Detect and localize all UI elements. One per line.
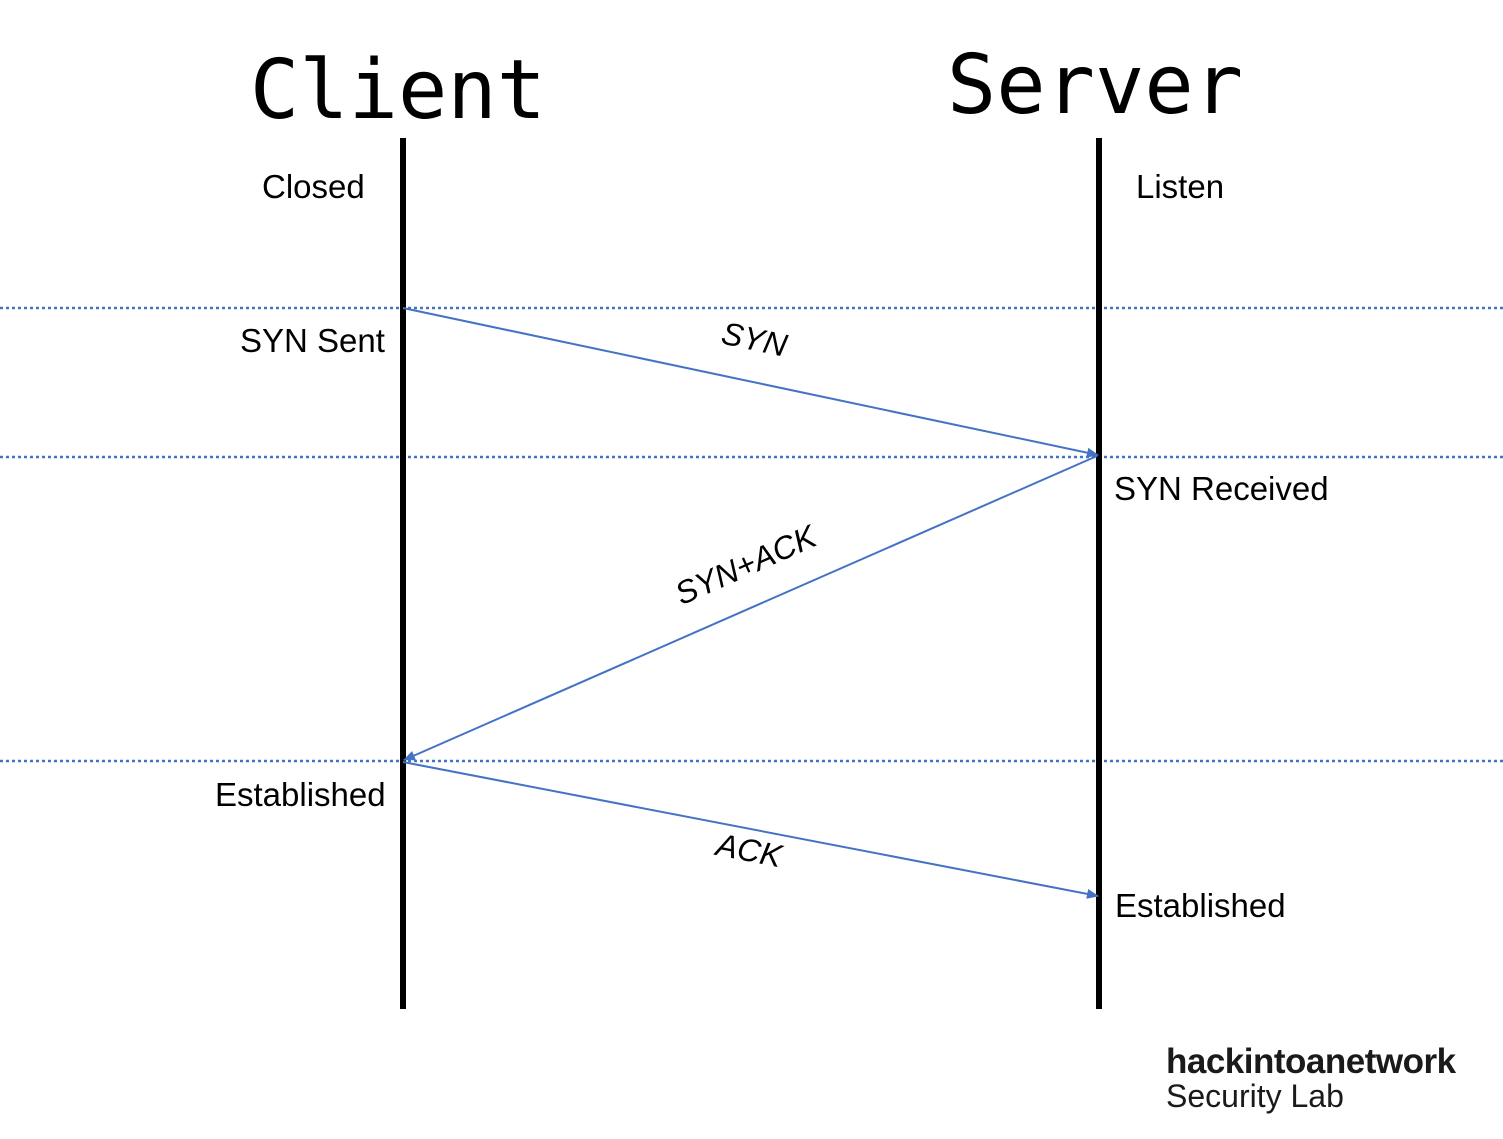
syn-ack-message-label: SYN+ACK (670, 517, 823, 612)
brand-subtitle: Security Lab (1166, 1078, 1344, 1114)
client-state-syn-sent: SYN Sent (240, 322, 385, 359)
server-title: Server (947, 38, 1243, 133)
brand-logo: hackintoanetwork Security Lab (1166, 1044, 1456, 1112)
syn-arrow (402, 307, 1099, 458)
brand-name: hackintoanetwork (1166, 1042, 1456, 1081)
server-state-syn-received: SYN Received (1114, 470, 1329, 507)
client-state-established: Established (215, 776, 386, 813)
server-state-established: Established (1115, 887, 1286, 924)
server-state-listen: Listen (1136, 168, 1224, 205)
ack-arrow (402, 761, 1099, 899)
syn-message-label: SYN (718, 315, 791, 364)
syn-ack-arrow (403, 455, 1098, 761)
client-state-closed: Closed (262, 168, 365, 205)
client-title: Client (250, 43, 546, 138)
